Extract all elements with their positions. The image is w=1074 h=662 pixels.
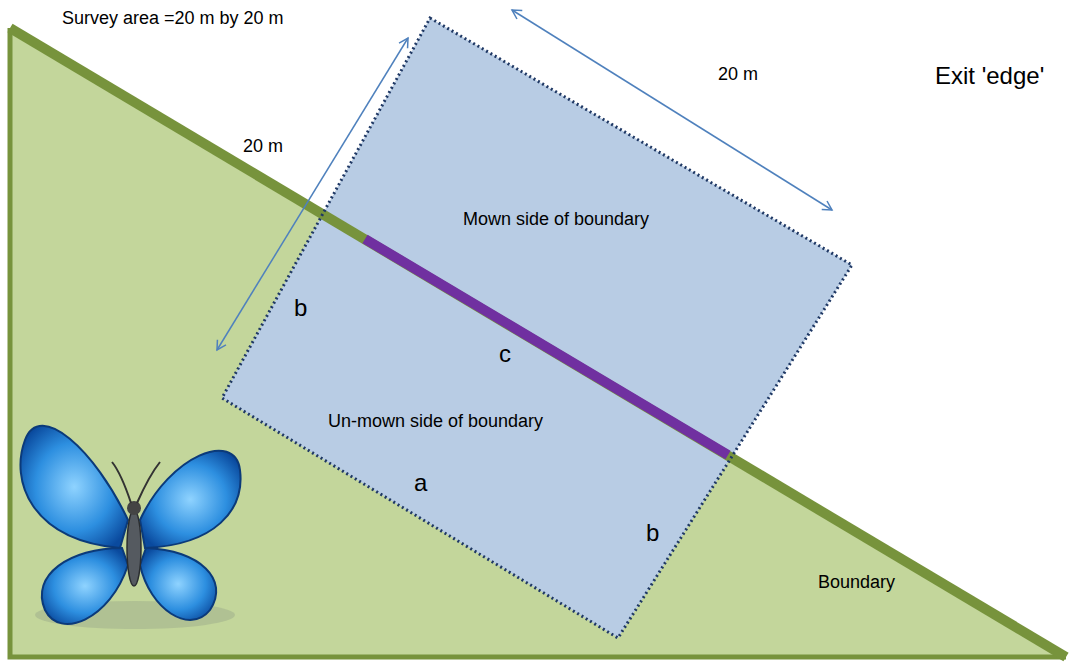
side-letter: a (414, 469, 427, 498)
title-note: Survey area =20 m by 20 m (62, 8, 284, 30)
boundary-label: Boundary (818, 572, 895, 594)
edge-note: Exit 'edge' (935, 62, 1044, 91)
survey-area-outline (222, 18, 852, 638)
dimension-label: 20 m (718, 64, 758, 86)
survey-area (222, 18, 852, 638)
dimension-arrow (217, 38, 408, 350)
side-letter: b (646, 519, 659, 548)
side-letter: b (294, 294, 307, 323)
side-letter: c (499, 340, 511, 369)
area-label: Mown side of boundary (463, 209, 649, 231)
area-label: Un-mown side of boundary (328, 411, 543, 433)
dimension-label: 20 m (243, 136, 283, 158)
butterfly-picture (20, 426, 240, 629)
boundary-line (10, 28, 1066, 657)
dimension-arrow (512, 10, 832, 210)
